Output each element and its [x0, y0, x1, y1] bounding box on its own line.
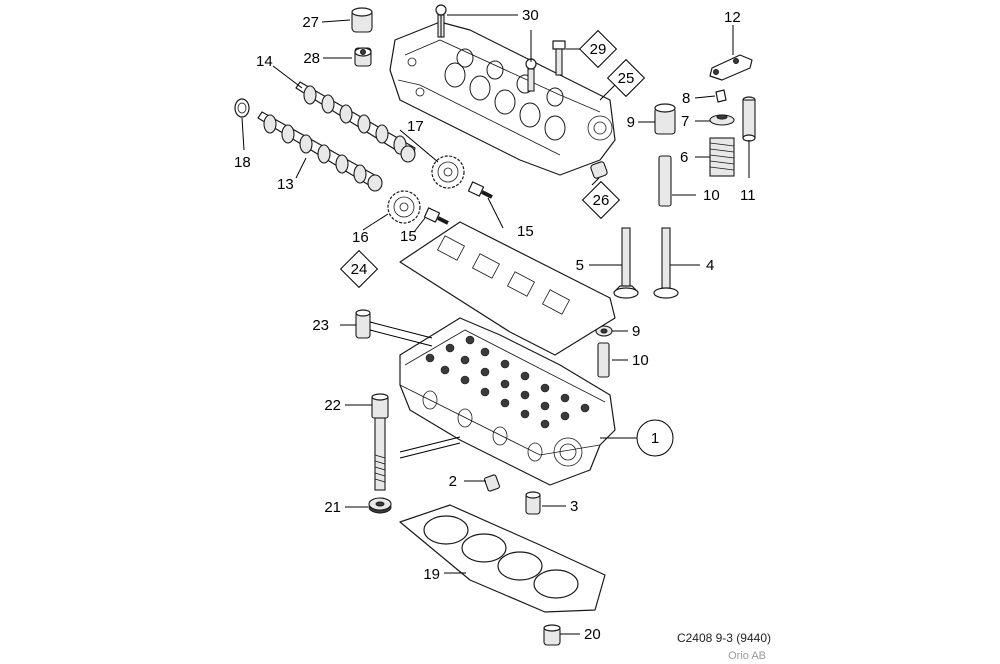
callout-label-4: 4: [706, 257, 714, 274]
camshaft-carrier-part: [389, 21, 616, 176]
plug-part-27: [351, 7, 373, 33]
head-gasket-part-19: [399, 504, 606, 613]
callout-label-21: 21: [324, 499, 341, 516]
valve-part-4: [653, 227, 679, 299]
valve-stem-seal-part-9b: [595, 325, 613, 337]
bolt-part-15b: [423, 207, 449, 225]
dowel-part-26: [590, 161, 608, 179]
seal-part-18: [234, 98, 250, 118]
callout-label-1: 1: [651, 430, 659, 447]
callout-diamond-24: [339, 249, 379, 289]
callout-label-11: 11: [740, 187, 756, 204]
callout-label-12: 12: [724, 9, 741, 26]
spring-retainer-part-7: [709, 114, 735, 126]
valve-guide-part-10b: [597, 342, 610, 378]
callout-label-5: 5: [576, 257, 584, 274]
callout-label-2: 2: [449, 473, 457, 490]
head-bolt-part-22: [371, 393, 389, 491]
callout-label-10b: 10: [632, 352, 649, 369]
leader-lines: [241, 14, 750, 635]
dowel-part-3: [525, 491, 541, 515]
plug-part-28: [354, 47, 372, 67]
callout-diamond-29: [578, 29, 618, 69]
callout-label-8: 8: [682, 90, 690, 107]
camshaft-part-13: [257, 111, 383, 192]
cam-carrier-gasket-part-24: [399, 221, 616, 356]
callout-label-25: 25: [618, 70, 635, 87]
plug-screw-part-2: [483, 474, 501, 492]
callout-label-18: 18: [234, 154, 251, 171]
sprocket-part-16: [387, 190, 421, 224]
callout-label-20: 20: [584, 626, 601, 643]
valve-keeper-part-8: [715, 89, 727, 103]
dowel-part-23: [355, 309, 371, 339]
valve-part-5: [613, 227, 639, 299]
callout-label-9b: 9: [632, 323, 640, 340]
valve-guide-part-10a: [658, 155, 672, 207]
sprocket-part-17: [431, 155, 465, 189]
diagram-code: C2408 9-3 (9440): [677, 631, 771, 645]
callout-label-10a: 10: [703, 187, 720, 204]
copyright-label: Orio AB: [728, 650, 766, 662]
hydraulic-lifter-part-11: [742, 96, 756, 142]
bolt-part-15a: [467, 181, 493, 199]
callout-label-22: 22: [324, 397, 341, 414]
callout-label-7: 7: [681, 113, 689, 130]
callout-label-13: 13: [277, 176, 294, 193]
callout-label-19: 19: [423, 566, 440, 583]
callout-label-24: 24: [351, 261, 368, 278]
dowel-part-20: [543, 624, 561, 646]
callout-label-30: 30: [522, 7, 539, 24]
callout-label-17: 17: [407, 118, 424, 135]
callout-circle-1: [636, 419, 674, 457]
rocker-arm-part-12: [709, 54, 753, 81]
cylinder-head-part: [399, 317, 616, 486]
callout-diamond-26: [581, 180, 621, 220]
callout-label-28: 28: [303, 50, 320, 67]
callout-label-16: 16: [352, 229, 369, 246]
valve-spring-part-6: [709, 137, 735, 177]
callout-label-3: 3: [570, 498, 578, 515]
callout-label-9a: 9: [627, 114, 635, 131]
callout-label-29: 29: [590, 41, 607, 58]
callout-label-15a: 15: [517, 223, 534, 240]
callout-label-26: 26: [593, 192, 610, 209]
camshaft-part-14: [295, 81, 416, 163]
callout-label-14: 14: [256, 53, 273, 70]
valve-stem-seal-part-9a: [654, 103, 676, 135]
washer-part-21: [368, 497, 392, 514]
callout-label-15b: 15: [400, 228, 417, 245]
bolt-part-29: [552, 40, 566, 76]
callout-label-23: 23: [312, 317, 329, 334]
callout-label-6: 6: [680, 149, 688, 166]
callout-label-27: 27: [302, 14, 319, 31]
callout-diamond-25: [606, 58, 646, 98]
